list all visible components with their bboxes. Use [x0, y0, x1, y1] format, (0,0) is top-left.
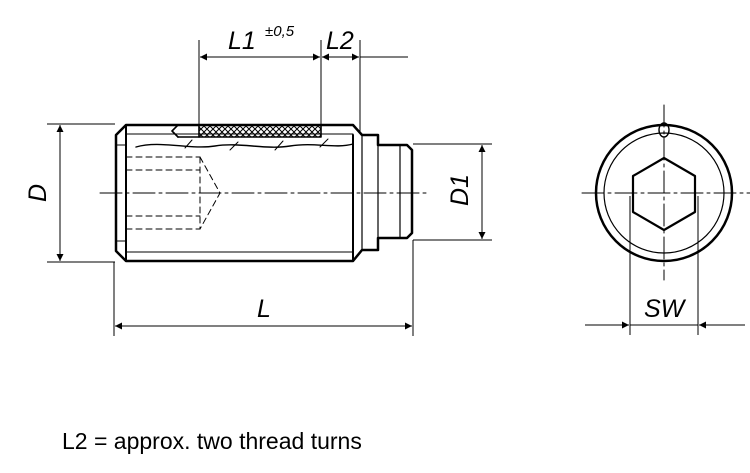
L1-tolerance-label: ±0,5	[265, 23, 295, 40]
insert-hatch	[198, 124, 322, 138]
L1-label: L1	[228, 27, 256, 55]
hexagon-socket	[631, 156, 697, 232]
footnote: L2 = approx. two thread turns	[62, 428, 362, 454]
dimension-lines	[47, 40, 745, 336]
end-view	[581, 104, 750, 281]
insert-mark	[658, 122, 670, 138]
side-view	[99, 123, 431, 263]
D1-label: D1	[446, 174, 474, 206]
L-label: L	[257, 295, 271, 323]
outer-circle	[594, 123, 734, 263]
SW-label: SW	[644, 295, 687, 323]
D-label: D	[24, 184, 52, 202]
break-line	[135, 143, 354, 148]
inner-circle	[603, 132, 725, 254]
socket-hidden-lines	[125, 156, 221, 230]
L2-label: L2	[326, 27, 354, 55]
body-outline	[114, 123, 414, 263]
